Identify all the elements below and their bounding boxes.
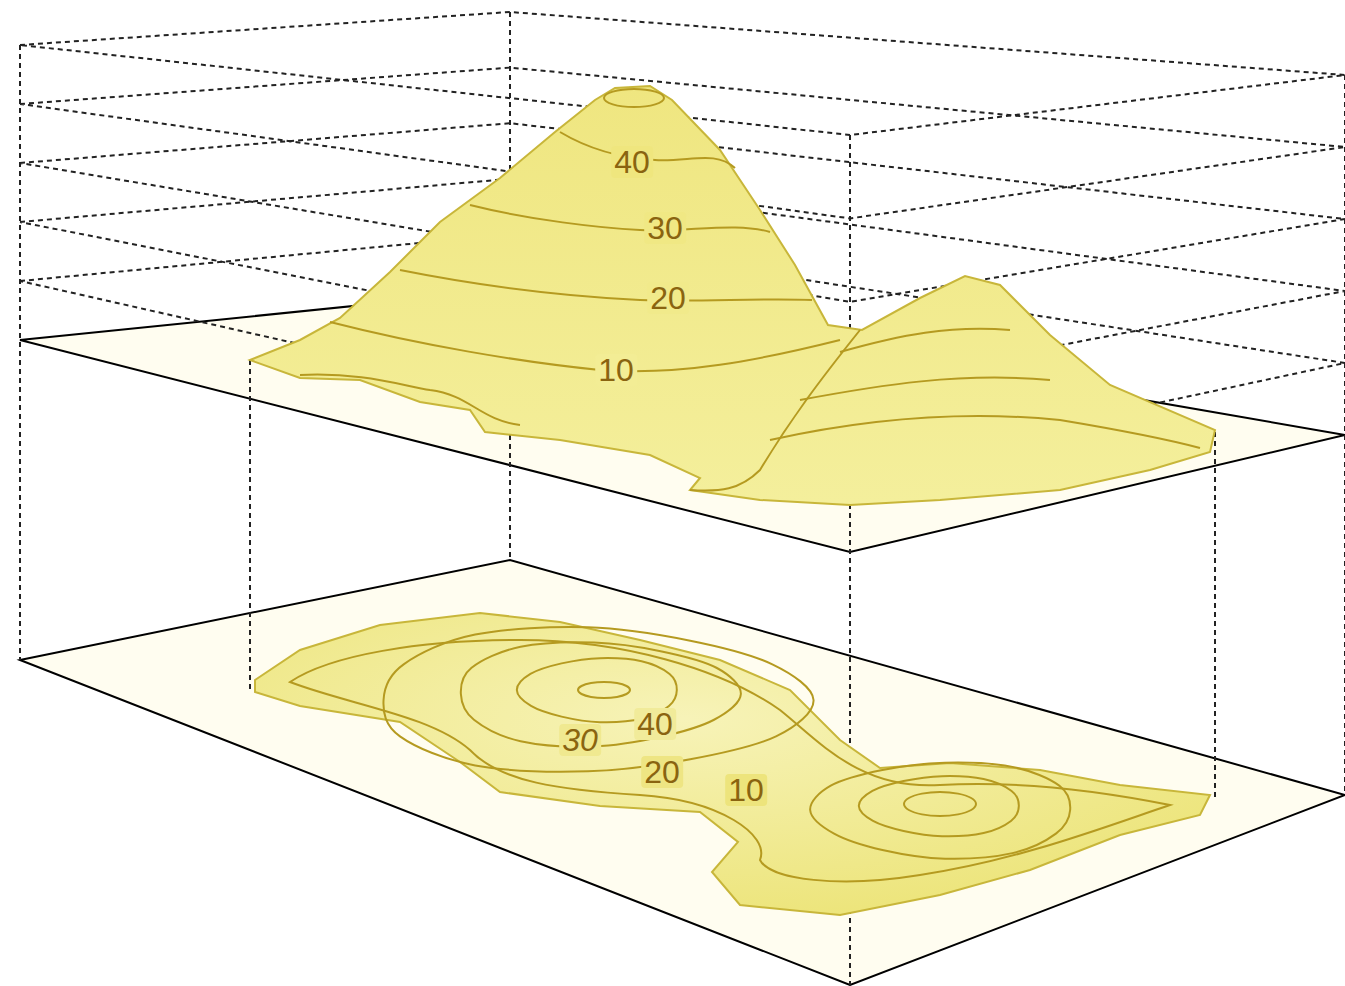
contour-elevation: 40	[611, 146, 653, 178]
map-contours	[290, 627, 1170, 881]
map-plane	[20, 560, 1345, 985]
contour-map	[255, 613, 1210, 915]
relief-contours	[300, 89, 1200, 491]
contour-elevation: 40	[634, 708, 676, 740]
contour-elevation: 30	[644, 212, 686, 244]
contour-elevation: 10	[725, 774, 767, 806]
contour-elevation: 30	[559, 724, 601, 756]
contour-elevation: 20	[641, 756, 683, 788]
mountain-relief	[250, 86, 1215, 505]
projection-box	[20, 12, 1345, 985]
contour-elevation: 20	[647, 282, 689, 314]
contour-elevation: 10	[595, 354, 637, 386]
